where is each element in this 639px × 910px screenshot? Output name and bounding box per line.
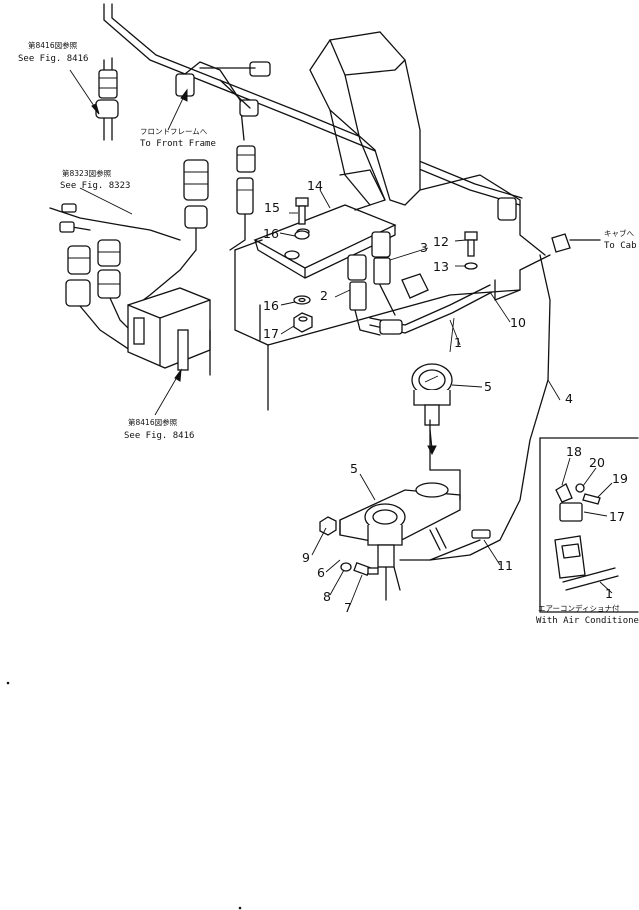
bracket-plate [253, 169, 397, 279]
ref-cab-jp: キャブへ [604, 228, 634, 238]
part-label-2: 2 [320, 288, 328, 303]
speck [238, 906, 242, 910]
ref-cab-en: To Cab [604, 241, 637, 251]
ref-fig8416-top-en: See Fig. 8416 [18, 54, 88, 64]
part-label-5-lower: 5 [350, 461, 358, 476]
ref-front-frame-jp: フロントフレームへ [140, 127, 208, 136]
reference-notes: 第8416図参照 See Fig. 8416 フロントフレームへ To Fron… [18, 40, 639, 626]
part-label-9: 9 [302, 550, 310, 565]
washer-13 [464, 262, 478, 270]
ref-fig8323-jp: 第8323図参照 [62, 168, 112, 178]
part-label-11: 11 [497, 558, 513, 573]
harness-1 [369, 284, 493, 335]
part-label-15: 15 [264, 200, 280, 215]
part-label-17-inset: 17 [609, 509, 625, 524]
part-label-6: 6 [317, 565, 325, 580]
harness-4 [429, 254, 551, 561]
ref-fig8416-bottom-en: See Fig. 8416 [124, 431, 194, 441]
bolt-12 [464, 231, 478, 257]
part-label-17: 17 [263, 326, 279, 341]
harness-11 [399, 527, 491, 561]
seat-outline [309, 31, 421, 206]
ref-fig8416-bottom-jp: 第8416図参照 [128, 417, 178, 427]
speck [6, 681, 10, 685]
washer-8 [340, 562, 352, 572]
gauge-5-upper [411, 363, 453, 456]
ref-aircon-en: With Air Conditioner [536, 616, 639, 626]
washer-16-top [294, 230, 310, 240]
part-label-10: 10 [510, 315, 526, 330]
part-label-16-lower: 16 [263, 298, 279, 313]
aircon-inset [539, 437, 639, 613]
part-label-14: 14 [307, 178, 323, 193]
part-label-4: 4 [565, 391, 573, 406]
part-label-13: 13 [433, 259, 449, 274]
nut-17 [293, 312, 313, 333]
ref-fig8416-top-jp: 第8416図参照 [28, 40, 78, 50]
bolt-7 [353, 562, 379, 576]
part-label-19: 19 [612, 471, 628, 486]
ref-aircon-jp: エアーコンディショナ付 [538, 603, 620, 613]
part-label-1: 1 [454, 335, 462, 350]
switch-2 [347, 254, 381, 336]
relay [401, 273, 429, 299]
part-label-3: 3 [420, 240, 428, 255]
gauge-5-lower [364, 503, 406, 601]
upper-left-connector [95, 69, 119, 141]
front-frame-connectors [129, 61, 271, 311]
left-connector-cluster [49, 203, 181, 361]
part-label-1-inset: 1 [605, 586, 613, 601]
ref-front-frame-en: To Front Frame [140, 139, 216, 149]
bolt-15 [295, 197, 309, 225]
nut-9 [319, 516, 337, 536]
part-labels: 1 1 2 3 4 5 5 6 7 8 9 10 11 12 13 14 15 … [263, 178, 628, 615]
part-label-20: 20 [589, 455, 605, 470]
part-label-18: 18 [566, 444, 582, 459]
part-label-12: 12 [433, 234, 449, 249]
cab-connectors [497, 197, 601, 253]
controller-box [127, 287, 211, 371]
washer-16-bottom [293, 295, 311, 305]
part-label-7: 7 [344, 600, 352, 615]
ref-fig8323-en: See Fig. 8323 [60, 181, 130, 191]
leader-lines [69, 69, 613, 606]
part-label-5: 5 [484, 379, 492, 394]
part-label-16: 16 [263, 226, 279, 241]
switch-3 [371, 231, 396, 316]
main-harness-top [103, 3, 523, 206]
part-label-8: 8 [323, 589, 331, 604]
